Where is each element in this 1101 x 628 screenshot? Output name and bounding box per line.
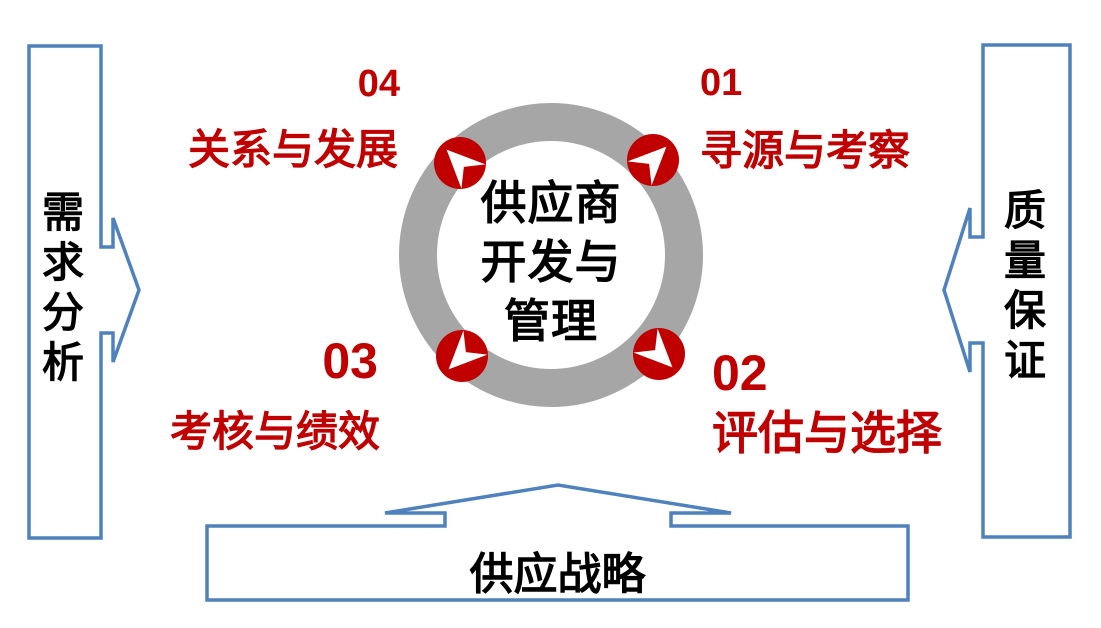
right-banner-label: 质量保证 (1003, 187, 1046, 384)
node-circle-04 (434, 137, 486, 189)
node-circle-03 (436, 330, 488, 382)
left-banner-label: 需求分析 (41, 189, 84, 386)
turn-arrow-se-icon (633, 328, 673, 368)
node-circle-01 (627, 134, 679, 186)
turn-arrow-nw-icon (446, 149, 486, 189)
center-title-line2: 开发与 (480, 236, 622, 288)
quadrant-04-label: 关系与发展 (187, 126, 398, 173)
node-circle-02 (633, 328, 685, 380)
center-title-line3: 管理 (504, 295, 598, 347)
quadrant-02-label: 评估与选择 (712, 407, 942, 459)
center-ring (399, 103, 703, 407)
center-title-line1: 供应商 (480, 177, 622, 229)
turn-arrow-sw-icon (448, 330, 488, 370)
left-banner-arrow-shape (27, 44, 141, 540)
quadrant-03-number: 03 (322, 333, 378, 389)
quadrant-01-number: 01 (700, 62, 743, 104)
quadrant-04-number: 04 (357, 63, 400, 105)
center-title: 供应商 开发与 管理 (399, 174, 703, 351)
bottom-banner-label: 供应战略 (469, 550, 646, 599)
quadrant-03-label: 考核与绩效 (169, 408, 380, 455)
bottom-banner-arrow-shape (205, 483, 910, 602)
quadrant-02-number: 02 (712, 345, 768, 401)
quadrant-01-label: 寻源与考察 (700, 127, 911, 174)
right-banner-arrow-shape (942, 43, 1072, 539)
turn-arrow-ne-icon (627, 146, 667, 186)
